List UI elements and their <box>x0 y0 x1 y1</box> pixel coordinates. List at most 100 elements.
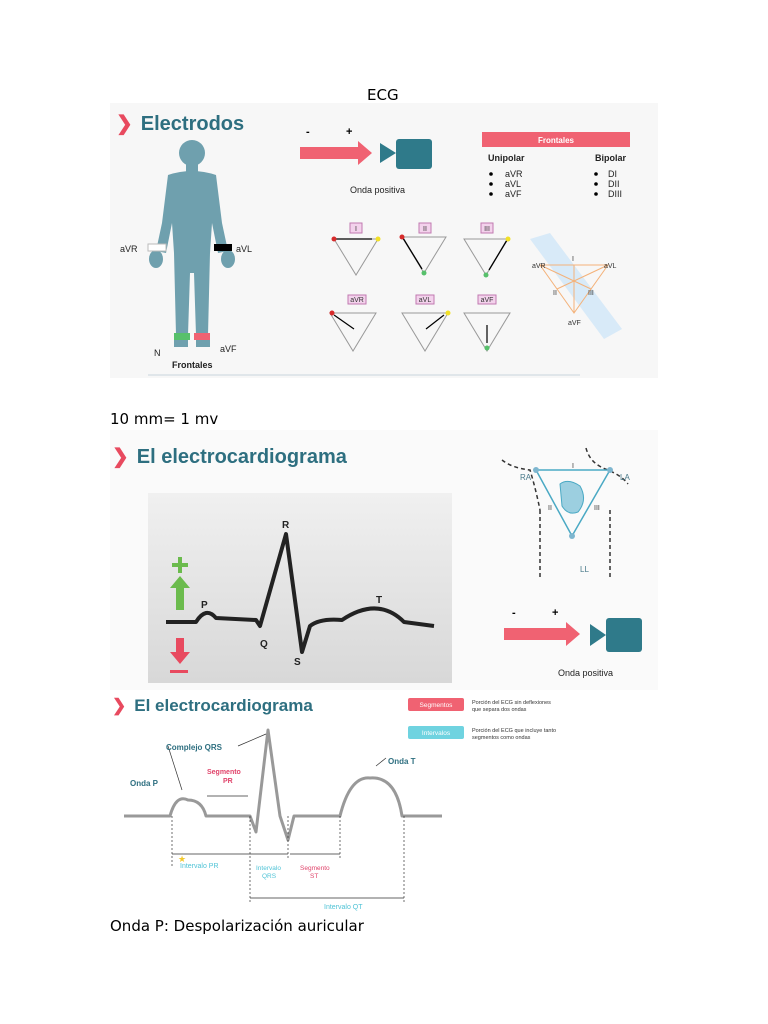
svg-text:aVL: aVL <box>604 263 617 270</box>
lead-iii-diagram: III <box>463 222 511 278</box>
lead-ii-diagram: II <box>399 222 447 276</box>
wave-label-q: Q <box>260 639 268 650</box>
label-segmento-pr-2: PR <box>223 778 233 785</box>
unipolar-item: aVL <box>505 179 521 189</box>
label-intervalo-qrs-2: QRS <box>262 873 277 880</box>
svg-text:aVL: aVL <box>419 297 432 304</box>
label-intervalo-qt: Intervalo QT <box>324 904 363 911</box>
measure-arrows <box>172 795 404 899</box>
onda-positiva-label-1: Onda positiva <box>350 185 405 195</box>
label-avf: aVF <box>220 344 237 354</box>
svg-text:III: III <box>588 290 594 297</box>
minus-sign: - <box>306 126 310 138</box>
document-title: ECG <box>367 86 399 104</box>
wave-label-r: R <box>282 520 290 531</box>
plus-sign: + <box>346 126 352 138</box>
arrow-right-icon <box>300 141 372 165</box>
label-segmento-st-1: Segmento <box>300 865 330 872</box>
legend-segmentos-label: Segmentos <box>420 702 454 709</box>
chevron-icon: ❯ <box>116 113 133 135</box>
camera-icon <box>396 139 432 169</box>
guide-lines <box>171 816 405 902</box>
svg-text:LA: LA <box>620 473 630 482</box>
ecg-wave-background <box>148 493 452 683</box>
plus-sign: + <box>552 607 558 619</box>
chevron-icon: ❯ <box>112 696 127 715</box>
svg-text:III: III <box>594 505 600 512</box>
label-avr: aVR <box>120 244 138 254</box>
minus-sign: - <box>512 607 516 619</box>
label-frontales-bottom: Frontales <box>172 360 213 370</box>
label-intervalo-qrs-1: Intervalo <box>256 865 281 872</box>
panel3-title-text: El electrocardiograma <box>134 696 313 715</box>
panel-title-ecg-2: ❯ El electrocardiograma <box>112 696 313 716</box>
legend-segmentos-badge <box>408 698 464 711</box>
hexaxial-diagram: aVR aVL aVF I II III <box>530 233 622 339</box>
svg-text:II: II <box>553 290 557 297</box>
camera-icon <box>606 618 642 652</box>
lead-avf-diagram: aVF <box>463 294 511 352</box>
avf-electrode <box>194 333 210 340</box>
arrow-up-icon <box>170 576 190 610</box>
bipolar-title: Bipolar <box>595 153 627 163</box>
bipolar-item: DII <box>608 179 620 189</box>
bipolar-list: DI DII DIII <box>594 169 622 199</box>
svg-text:aVR: aVR <box>350 297 364 304</box>
n-electrode <box>174 333 190 340</box>
svg-text:aVF: aVF <box>481 297 494 304</box>
caption-onda-p: Onda P: Despolarización auricular <box>110 917 364 935</box>
label-segmento-pr-1: Segmento <box>207 769 241 776</box>
bipolar-item: DI <box>608 169 617 179</box>
plus-icon <box>172 557 188 573</box>
label-n: N <box>154 348 161 358</box>
chevron-icon: ❯ <box>112 446 129 468</box>
legend-segmentos-desc-1: Porción del ECG sin deflexiones <box>472 700 551 706</box>
arrow-down-icon <box>170 638 190 664</box>
svg-text:I: I <box>355 226 357 233</box>
unipolar-title: Unipolar <box>488 153 525 163</box>
ecg-waveform <box>166 532 435 654</box>
unipolar-item: aVF <box>505 189 522 199</box>
avr-electrode <box>147 243 167 252</box>
wave-label-t: T <box>376 595 382 606</box>
svg-text:I: I <box>572 256 574 263</box>
frontales-header-bar <box>482 132 630 147</box>
arrow-right-icon <box>504 622 580 646</box>
lead-avl-diagram: aVL <box>401 294 451 352</box>
svg-text:aVF: aVF <box>568 320 581 327</box>
panel-title-electrodos: ❯Electrodos <box>116 111 244 136</box>
svg-text:RA: RA <box>520 473 532 482</box>
frontales-header: Frontales <box>538 136 575 145</box>
onda-positiva-label-2: Onda positiva <box>558 668 613 678</box>
bipolar-item: DIII <box>608 189 622 199</box>
svg-text:II: II <box>423 226 427 233</box>
ecg-panel-2: ❯ El electrocardiograma Complejo QRS Onda… <box>110 690 592 916</box>
svg-text:III: III <box>484 226 490 233</box>
torso-diagram: RA LA LL I II III <box>501 447 630 580</box>
unipolar-item: aVR <box>505 169 523 179</box>
minus-icon <box>170 670 188 673</box>
wave-label-s: S <box>294 657 301 668</box>
label-onda-p: Onda P <box>130 779 159 788</box>
legend-intervalos-desc-1: Porción del ECG que incluye tanto <box>472 728 556 734</box>
scale-note: 10 mm= 1 mv <box>110 410 219 428</box>
avl-electrode <box>214 244 232 251</box>
svg-text:II: II <box>548 505 552 512</box>
wave-label-p: P <box>201 600 208 611</box>
label-intervalo-pr: Intervalo PR <box>180 863 219 870</box>
legend-intervalos-badge <box>408 726 464 739</box>
label-segmento-st-2: ST <box>310 873 318 880</box>
svg-text:aVR: aVR <box>532 263 546 270</box>
legend-intervalos-label: Intervalos <box>422 730 451 737</box>
ecg-segments-diagram: Complejo QRS Onda P Segmento PR Onda T I… <box>124 698 556 911</box>
star-icon: ★ <box>178 854 186 864</box>
svg-text:I: I <box>572 463 574 470</box>
label-onda-t: Onda T <box>388 757 416 766</box>
electrodos-panel: ❯Electrodos aVR aVL aVF N Frontales - + … <box>110 103 658 378</box>
legend-intervalos-desc-2: segmentos como ondas <box>472 735 531 741</box>
ecg-wave-diagram: P Q R S T RA LA LL I II III - + Onda pos… <box>148 447 642 683</box>
panel2-title-text: El electrocardiograma <box>136 446 347 468</box>
label-avl: aVL <box>236 244 252 254</box>
unipolar-list: aVR aVL aVF <box>489 169 523 199</box>
electrodos-diagram: aVR aVL aVF N Frontales - + Onda positiv… <box>120 126 630 376</box>
